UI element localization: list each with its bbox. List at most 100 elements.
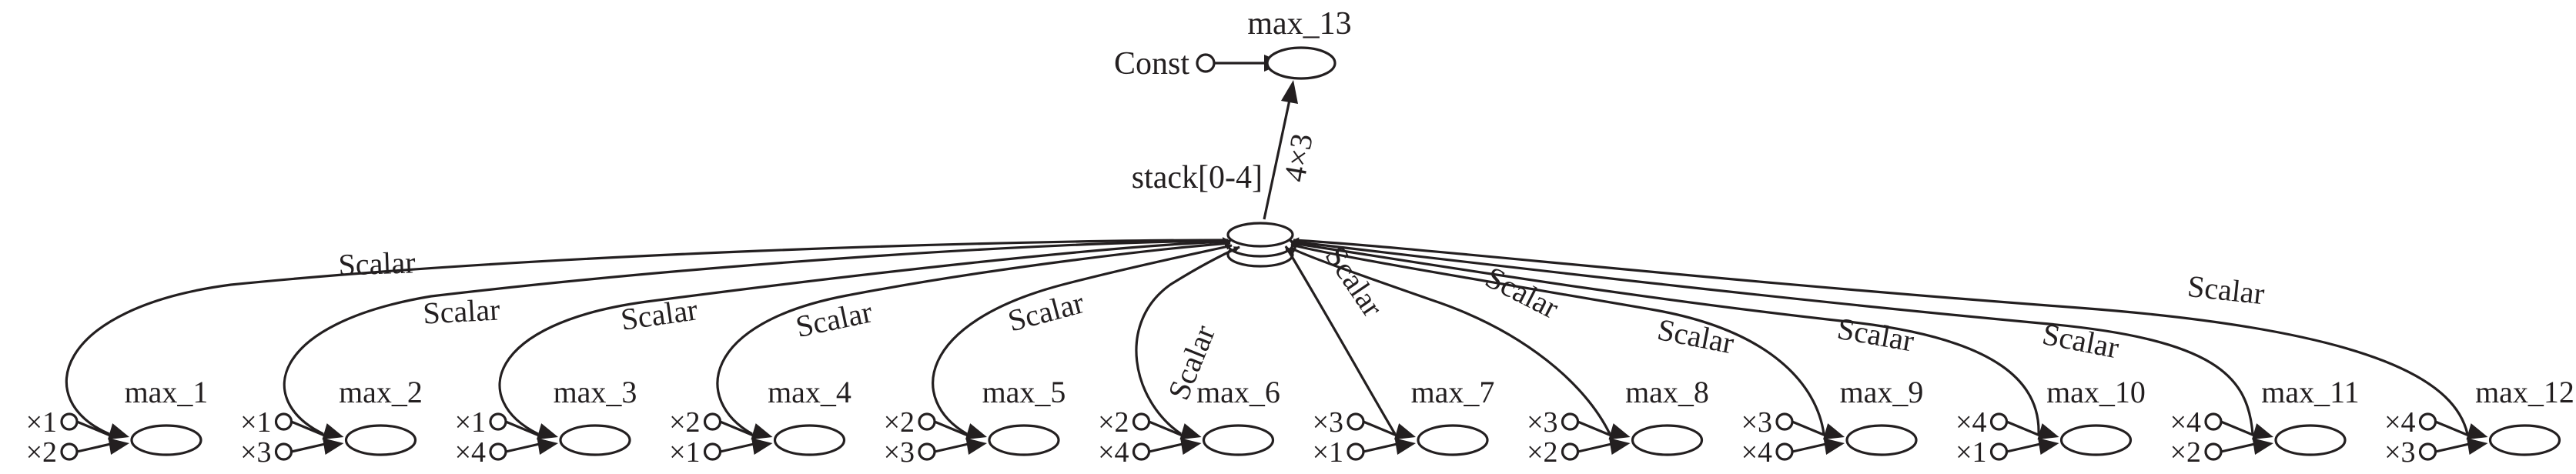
max-6-input-1-port	[1132, 412, 1151, 431]
max-1-input-1-label: ×1	[26, 406, 57, 439]
max-2-input-1-edge	[290, 420, 330, 439]
max-1-input-1-edge	[76, 420, 115, 439]
max-1-node	[130, 424, 202, 456]
max-8-to-stack-edge	[1290, 246, 1611, 435]
max-8-input-2-edge	[1577, 442, 1615, 453]
max-1-input-1-port	[60, 412, 79, 431]
const-input-port	[1196, 53, 1216, 73]
max-4-label: max_4	[768, 375, 851, 409]
max-8-input-1-port	[1561, 412, 1580, 431]
max-9-input-1-port	[1775, 412, 1794, 431]
max-6-node	[1202, 424, 1275, 456]
max-9-input-1-label: ×3	[1741, 406, 1772, 439]
max-10-input-1-edge	[2006, 420, 2045, 439]
max-8-node	[1631, 424, 1704, 456]
max-6-input-2-edge	[1149, 442, 1186, 453]
max-8-input-2-arrowhead	[1609, 438, 1631, 456]
max-10-edge-label: Scalar	[1835, 311, 1916, 359]
max-5-input-1-edge	[934, 420, 972, 439]
max-11-edge-label: Scalar	[2039, 316, 2122, 365]
max-11-input-1-port	[2204, 412, 2223, 431]
max-5-input-1-port	[918, 412, 936, 431]
max-4-edge-label: Scalar	[793, 294, 875, 344]
max-11-label: max_11	[2261, 375, 2359, 409]
max-5-edge-label: Scalar	[1004, 285, 1087, 338]
max-13-node	[1266, 46, 1337, 80]
stack-label: stack[0-4]	[1132, 160, 1263, 195]
max-5-node	[988, 424, 1060, 456]
max-5-label: max_5	[982, 375, 1066, 409]
max-5-input-2-port	[918, 442, 936, 461]
stack-edge-label: 4×3	[1277, 131, 1320, 184]
max-8-input-1-arrowhead	[1608, 423, 1631, 440]
max-3-input-1-port	[489, 412, 507, 431]
max-10-input-1-label: ×4	[1955, 406, 1986, 439]
max-10-input-2-label: ×1	[1955, 436, 1986, 469]
max-7-input-2-port	[1347, 442, 1365, 461]
max-3-input-1-edge	[505, 420, 544, 439]
max-9-input-2-label: ×4	[1741, 436, 1772, 469]
max-4-input-1-edge	[719, 420, 758, 439]
max-9-to-stack-edge	[1290, 242, 1825, 435]
max-10-input-1-arrowhead	[2037, 423, 2059, 440]
max-1-edge-label: Scalar	[338, 245, 416, 282]
max-12-to-stack-edge	[1293, 237, 2469, 435]
max-10-input-2-edge	[2006, 442, 2044, 453]
max-7-label: max_7	[1411, 375, 1495, 409]
max-6-input-1-arrowhead	[1179, 423, 1202, 440]
max-6-input-2-port	[1132, 442, 1151, 461]
max-11-input-2-edge	[2220, 442, 2259, 453]
max-3-input-2-edge	[505, 442, 544, 453]
max-9-input-1-edge	[1791, 420, 1830, 439]
max-1-input-2-edge	[76, 442, 115, 453]
max-8-input-1-edge	[1577, 420, 1616, 439]
max-12-input-1-port	[2418, 412, 2437, 431]
max-7-input-2-edge	[1363, 442, 1401, 453]
max-12-input-2-port	[2418, 442, 2437, 461]
max-2-label: max_2	[339, 375, 423, 409]
max-3-to-stack-edge	[498, 239, 1230, 436]
max-2-input-2-label: ×3	[240, 436, 271, 469]
max-2-input-1-label: ×1	[240, 406, 271, 439]
max-11-input-1-edge	[2220, 420, 2259, 439]
max-9-edge-label: Scalar	[1654, 312, 1737, 360]
max-7-node	[1417, 424, 1489, 456]
max-6-label: max_6	[1196, 375, 1280, 409]
max-12-input-2-arrowhead	[2467, 438, 2488, 456]
max-12-input-1-edge	[2434, 420, 2474, 439]
max-4-node	[773, 424, 846, 456]
max-6-input-1-label: ×2	[1098, 406, 1129, 439]
max-10-node	[2059, 424, 2133, 456]
max-10-input-1-port	[1989, 412, 2009, 431]
max-2-input-2-port	[274, 442, 293, 461]
max-12-input-1-arrowhead	[2466, 423, 2488, 440]
max-2-input-2-edge	[291, 442, 329, 453]
max-7-to-stack-edge	[1284, 245, 1397, 435]
max-9-input-2-edge	[1791, 442, 1830, 453]
max-3-input-2-label: ×4	[455, 436, 486, 469]
max-4-input-2-edge	[720, 442, 758, 453]
max-10-input-2-port	[1989, 442, 2009, 461]
max-12-label: max_12	[2475, 375, 2574, 409]
stack-to-max-13-arrowhead	[1281, 80, 1298, 104]
stack-node	[1226, 222, 1294, 268]
max-7-input-1-port	[1347, 412, 1365, 431]
max-7-input-2-label: ×1	[1313, 436, 1343, 469]
max-13-label: max_13	[1247, 6, 1351, 42]
max-9-input-1-arrowhead	[1822, 423, 1845, 440]
max-6-input-1-edge	[1148, 420, 1187, 439]
max-9-label: max_9	[1840, 375, 1924, 409]
max-12-input-2-label: ×3	[2384, 436, 2415, 469]
max-3-label: max_3	[554, 375, 637, 409]
max-5-to-stack-edge	[932, 243, 1233, 436]
max-1-to-stack-edge	[65, 237, 1229, 436]
max-12-edge-label: Scalar	[2186, 269, 2266, 311]
max-2-input-2-arrowhead	[323, 438, 344, 456]
max-11-input-1-label: ×4	[2170, 406, 2201, 439]
max-11-node	[2274, 424, 2347, 456]
max-9-node	[1845, 424, 1918, 456]
max-8-label: max_8	[1625, 375, 1709, 409]
max-6-to-stack-edge	[1135, 245, 1240, 436]
max-4-input-1-arrowhead	[751, 423, 773, 440]
max-3-node	[559, 424, 631, 456]
